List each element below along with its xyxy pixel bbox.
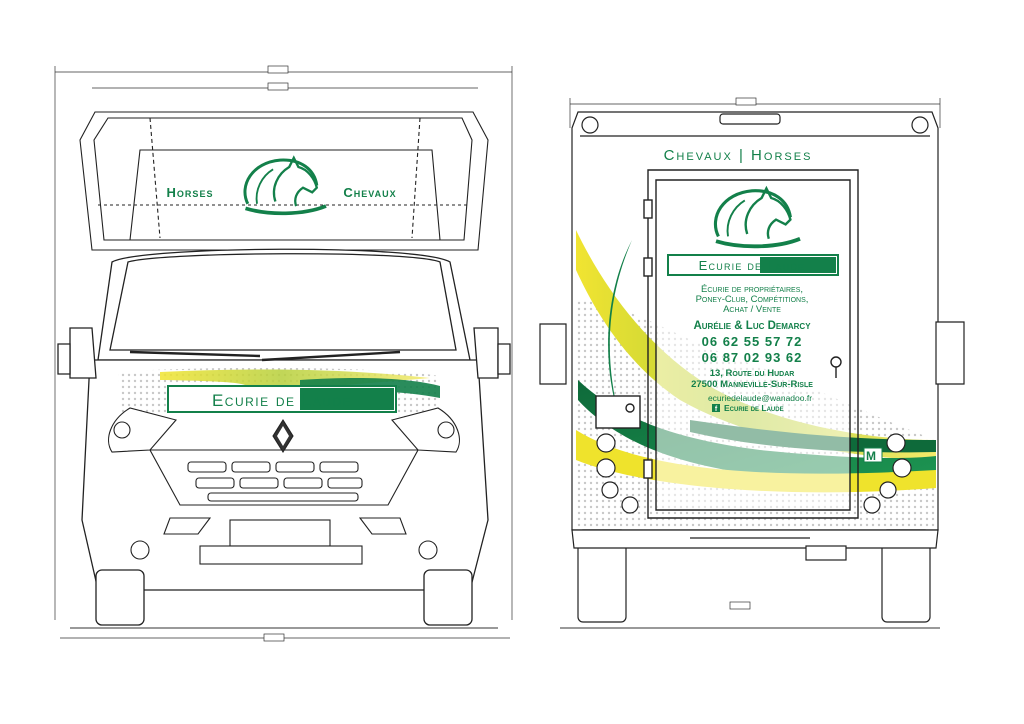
phone-1[interactable]: 06 62 55 57 72 (702, 334, 803, 349)
owners-name: Aurélie & Luc Demarcy (693, 320, 811, 332)
maker-logo: M (866, 449, 876, 463)
rear-view: Chevaux | Horses Ecurie de Laude Écurie … (539, 97, 965, 629)
rear-chassis (539, 321, 965, 623)
svg-text:f: f (715, 406, 718, 413)
service-line-1: Écurie de propriétaires, (701, 284, 803, 295)
front-grille (108, 407, 460, 565)
rear-dimension-lines (560, 97, 941, 629)
front-box-body (79, 111, 489, 251)
door-lock[interactable] (830, 356, 842, 368)
licence-plate (229, 519, 331, 547)
hood-graphic: Ecurie de Laude (118, 367, 440, 420)
door-handle[interactable] (595, 395, 641, 429)
front-dimension-lines (54, 65, 513, 642)
facebook-icon[interactable] (712, 404, 720, 412)
service-line-3: Achat / Vente (723, 304, 781, 315)
rear-top-band-text: Chevaux | Horses (664, 147, 813, 164)
front-cab (57, 248, 511, 626)
front-view: Horses Chevaux (54, 65, 513, 642)
cab-text-chevaux: Chevaux (343, 185, 396, 200)
address-line-2: 27500 Manneville-Sur-Risle (691, 379, 813, 390)
address-line-1: 13, Route du Hudar (710, 368, 795, 379)
rear-lights (596, 433, 912, 514)
cab-text-horses: Horses (167, 185, 214, 200)
grille-slats (187, 461, 363, 502)
service-line-2: Poney-Club, Compétitions, (696, 294, 809, 305)
rear-banner-text: Ecurie de Laude (699, 258, 806, 273)
email-link[interactable]: ecuriedelaude@wanadoo.fr (708, 393, 812, 403)
phone-2[interactable]: 06 87 02 93 62 (702, 350, 803, 365)
hood-banner-text: Ecurie de Laude (212, 391, 352, 410)
maker-logo-box (863, 447, 883, 463)
facebook-link[interactable]: Ecurie de Laude (724, 403, 784, 413)
